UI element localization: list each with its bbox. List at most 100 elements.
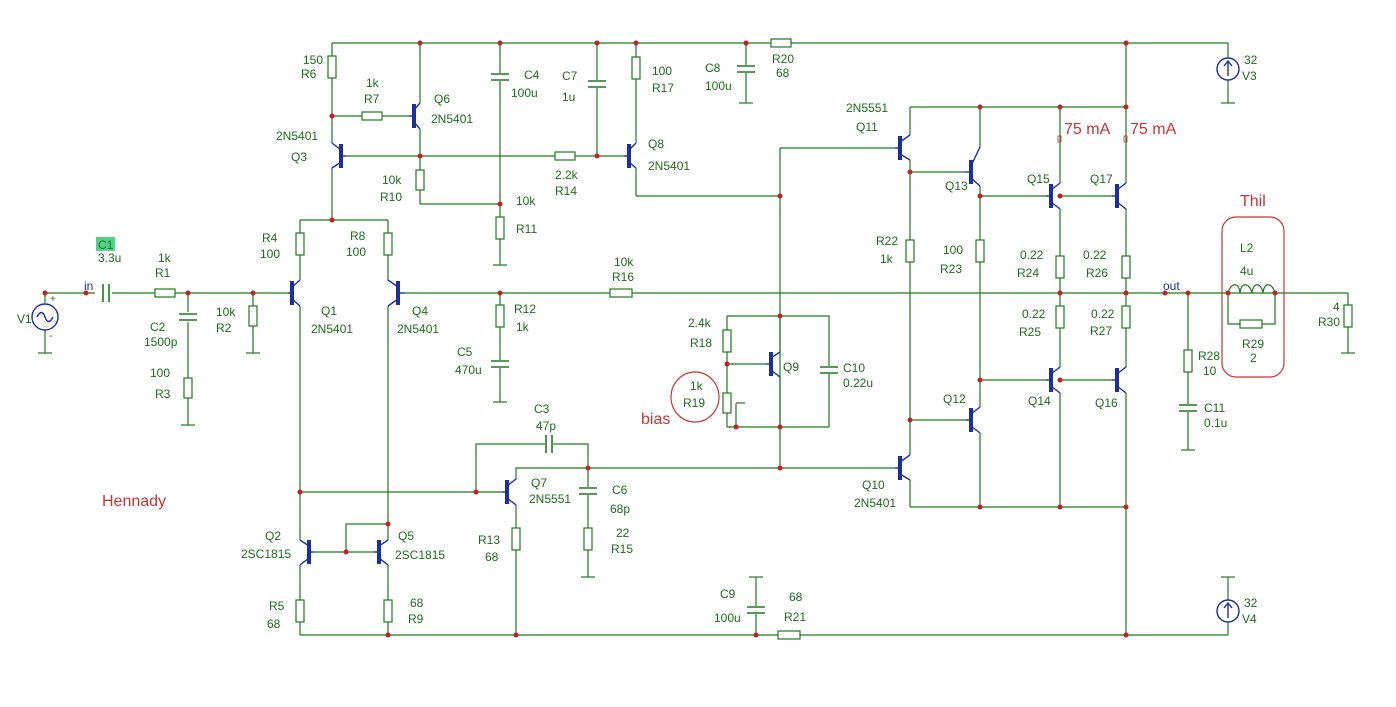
label-r19-value: 1k — [690, 379, 704, 393]
label-q1-ref: Q1 — [321, 304, 337, 318]
transistor-q15 — [1046, 182, 1061, 210]
label-r25-value: 0.22 — [1022, 307, 1046, 321]
resistor-r23 — [975, 239, 985, 263]
label-c11-value: 0.1u — [1204, 416, 1227, 430]
inductor-l2 — [1227, 284, 1276, 294]
label-c6-value: 68p — [610, 502, 630, 516]
label-q12-ref: Q12 — [943, 392, 966, 406]
capacitor-c10 — [820, 366, 838, 374]
transistor-q3 — [331, 142, 346, 169]
label-r30-ref: R30 — [1318, 315, 1340, 329]
label-r26-ref: R26 — [1086, 266, 1108, 280]
label-r15-ref: R15 — [611, 542, 633, 556]
svg-text:-: - — [49, 331, 52, 342]
label-c10-value: 0.22u — [843, 376, 873, 390]
annotation-bias: bias — [641, 411, 670, 428]
label-c4-ref: C4 — [524, 68, 540, 82]
label-r1-ref: R1 — [155, 266, 171, 280]
resistor-r8 — [383, 232, 393, 256]
resistor-r19 — [722, 392, 732, 414]
transistor-q14 — [1046, 366, 1061, 394]
label-r10-value: 10k — [382, 173, 402, 187]
label-q2-value: 2SC1815 — [241, 547, 291, 561]
resistor-r22 — [905, 239, 915, 263]
label-r11-value: 10k — [516, 194, 536, 208]
label-r13-ref: R13 — [478, 533, 500, 547]
thil-box — [1221, 216, 1285, 378]
capacitor-c7 — [588, 80, 606, 88]
label-c7-value: 1u — [562, 90, 575, 104]
label-r1-value: 1k — [158, 251, 172, 265]
c1-highlight — [96, 237, 115, 251]
transistor-q12 — [966, 406, 981, 434]
label-r13-value: 68 — [485, 550, 499, 564]
resistor-r1 — [154, 288, 176, 298]
label-r14-value: 2.2k — [555, 168, 579, 182]
label-c11-ref: C11 — [1204, 401, 1225, 415]
label-r3-value: 100 — [150, 366, 170, 380]
label-r2-ref: R2 — [216, 321, 232, 335]
label-q8-value: 2N5401 — [648, 159, 690, 173]
label-r9-value: 68 — [410, 596, 424, 610]
label-r18-value: 2.4k — [688, 316, 712, 330]
resistors — [154, 38, 1353, 640]
current-source-v3 — [1216, 57, 1240, 81]
label-c1-ref: C1 — [98, 238, 114, 252]
label-r24-value: 0.22 — [1020, 248, 1044, 262]
label-r12-value: 1k — [516, 320, 530, 334]
label-r6-value: 150 — [303, 53, 323, 67]
transistor-q2 — [299, 539, 314, 566]
resistor-r7 — [361, 111, 383, 121]
label-c2-ref: C2 — [150, 320, 166, 334]
transistor-q9 — [766, 351, 781, 378]
resistor-r14 — [554, 151, 576, 161]
label-r4-value: 100 — [260, 247, 280, 261]
transistor-q16 — [1112, 366, 1127, 394]
label-q11-ref: Q11 — [856, 120, 878, 134]
label-q5-value: 2SC1815 — [395, 548, 445, 562]
label-q11-value: 2N5551 — [846, 101, 888, 115]
label-r15-value: 22 — [616, 526, 630, 540]
label-r12-ref: R12 — [514, 302, 536, 316]
label-r5-ref: R5 — [269, 599, 285, 613]
junction-dots — [42, 40, 1278, 638]
label-c3-ref: C3 — [534, 402, 550, 416]
label-r29-value: 2 — [1250, 351, 1257, 365]
net-label-in: in — [84, 279, 93, 293]
transistor-q8 — [624, 142, 637, 169]
label-c5-ref: C5 — [457, 345, 473, 359]
resistor-r26 — [1121, 255, 1131, 279]
capacitor-c1 — [102, 284, 110, 302]
voltage-source-v1: + - — [31, 294, 59, 342]
annotation-thil: Thil — [1240, 193, 1266, 210]
resistor-r11 — [495, 216, 505, 240]
resistor-r18 — [722, 329, 732, 353]
label-v4-value: 32 — [1244, 596, 1258, 610]
resistor-r2 — [248, 305, 258, 327]
wires — [44, 42, 1349, 636]
label-r29-ref: R29 — [1242, 337, 1264, 351]
label-r2-value: 10k — [216, 305, 236, 319]
label-q8-ref: Q8 — [648, 137, 664, 151]
label-v1-ref: V1 — [17, 312, 32, 326]
label-c8-ref: C8 — [705, 61, 721, 75]
label-q6-value: 2N5401 — [431, 112, 473, 126]
label-c5-value: 470u — [455, 363, 482, 377]
label-q3-value: 2N5401 — [276, 129, 318, 143]
label-q15-ref: Q15 — [1027, 172, 1050, 186]
label-c3-value: 47p — [536, 419, 556, 433]
label-r23-value: 100 — [943, 243, 963, 257]
resistor-r28 — [1183, 349, 1193, 373]
label-q9-ref: Q9 — [783, 360, 799, 374]
capacitor-c3 — [545, 435, 553, 453]
capacitor-c9 — [747, 606, 765, 614]
annotation-current-a: 75 mA — [1064, 121, 1111, 138]
label-r11-ref: R11 — [516, 222, 537, 236]
label-r17-ref: R17 — [652, 81, 674, 95]
capacitor-c5 — [491, 360, 509, 368]
transistors — [288, 102, 1127, 566]
resistor-r25 — [1055, 305, 1065, 329]
label-r21-value: 68 — [789, 590, 803, 604]
label-r3-ref: R3 — [155, 387, 171, 401]
